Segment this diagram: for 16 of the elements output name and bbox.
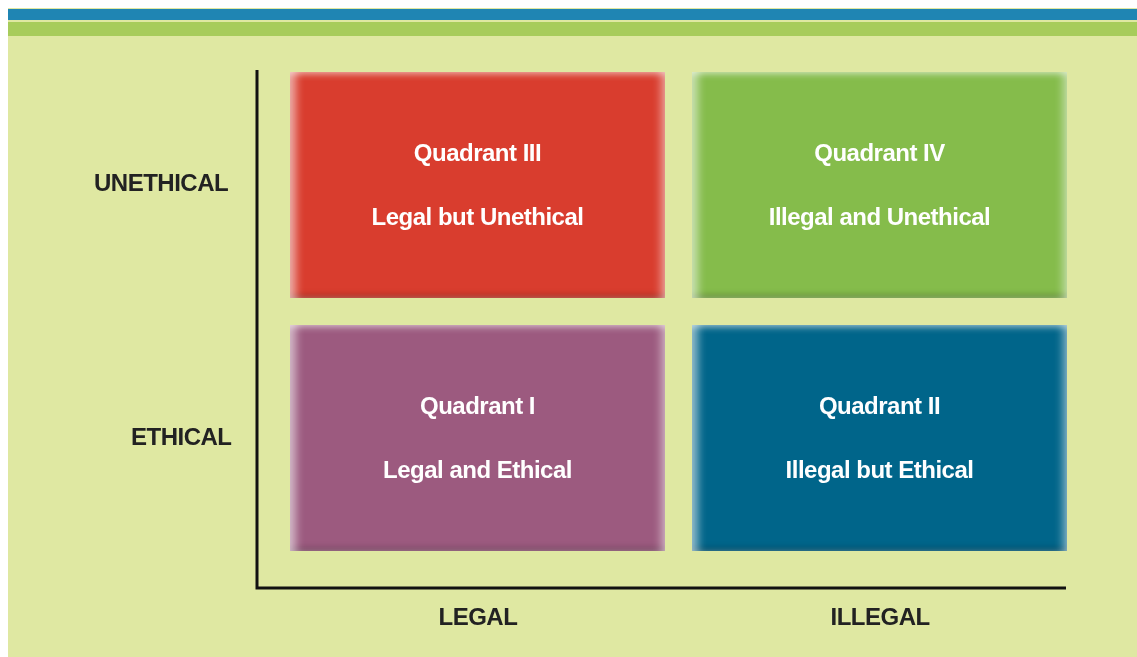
- quadrant-box: [692, 72, 1067, 298]
- quadrant-title: Quadrant I: [420, 392, 535, 420]
- quadrant-box: [692, 325, 1067, 551]
- axis-label: ETHICAL: [131, 423, 232, 451]
- quadrant-description: Illegal and Unethical: [768, 203, 991, 231]
- quadrant-title: Quadrant II: [818, 392, 941, 420]
- quadrant-box: [290, 72, 665, 298]
- quadrant-description: Legal and Ethical: [383, 456, 572, 484]
- axis-label: UNETHICAL: [94, 169, 229, 197]
- quadrant-box: [290, 325, 665, 551]
- quadrant-title: Quadrant III: [413, 139, 542, 167]
- quadrant-title: Quadrant IV: [814, 139, 945, 167]
- quadrant-description: Illegal but Ethical: [785, 456, 974, 484]
- axis-label: ILLEGAL: [830, 603, 930, 631]
- axis-label: LEGAL: [438, 603, 518, 631]
- quadrant-description: Legal but Unethical: [371, 203, 584, 231]
